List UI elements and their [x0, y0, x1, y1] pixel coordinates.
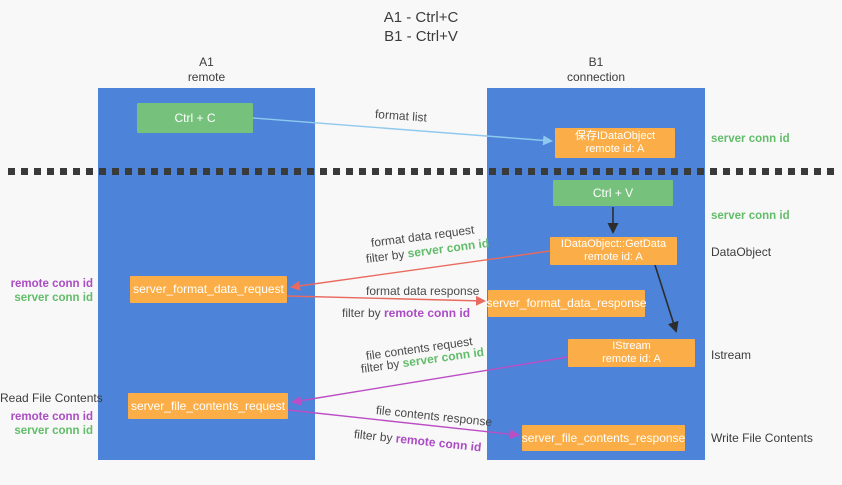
title-line-ctrl-c: A1 - Ctrl+C: [383, 9, 459, 26]
server-format-data-request-label: server_format_data_request: [133, 282, 284, 296]
remote-conn-id-text: remote conn id: [384, 306, 471, 320]
title-line-ctrl-v: B1 - Ctrl+V: [384, 28, 458, 45]
istream-annotation: Istream: [711, 348, 752, 362]
lane-b1-name: B1: [588, 55, 604, 69]
ctrl-c-label: Ctrl + C: [174, 110, 216, 125]
format-list-arrow: [252, 117, 553, 146]
server-file-contents-response-node: server_file_contents_response: [522, 425, 685, 451]
getdata-remote-id: remote id: A: [584, 251, 643, 263]
session-divider-dotted-line: [8, 168, 834, 175]
read-file-contents-annotation: Read File Contents: [0, 391, 103, 405]
save-dataobject-label: 保存IDataObject: [574, 130, 656, 142]
save-dataobject-remote-id: remote id: A: [585, 143, 645, 155]
istream-label: IStream: [612, 340, 651, 352]
remote-conn-id-annotation-file: remote conn id: [10, 411, 93, 423]
server-conn-id-annotation-format: server conn id: [14, 292, 93, 304]
save-dataobject-node: 保存IDataObject remote id: A: [555, 128, 675, 158]
server-format-data-request-node: server_format_data_request: [130, 276, 287, 303]
server-format-data-response-node: server_format_data_response: [486, 290, 647, 317]
getdata-label: IDataObject::GetData: [560, 238, 667, 250]
server-conn-id-annotation-file: server conn id: [14, 425, 93, 437]
format-data-response-label: format data response: [366, 284, 480, 298]
idataobject-getdata-node: IDataObject::GetData remote id: A: [550, 237, 677, 265]
lane-a1-name: A1: [199, 55, 214, 69]
server-conn-id-annotation-ctrlv: server conn id: [711, 210, 790, 222]
remote-conn-id-annotation-format: remote conn id: [10, 278, 93, 290]
server-file-contents-request-node: server_file_contents_request: [128, 393, 288, 419]
dataobject-annotation: DataObject: [711, 245, 772, 259]
server-conn-id-annotation-top: server conn id: [711, 133, 790, 145]
lane-b1-subtitle: connection: [566, 70, 626, 84]
ctrl-v-node: Ctrl + V: [553, 180, 673, 206]
getdata-to-istream-arrow: [654, 264, 679, 333]
file-contents-response-arrow: [287, 409, 520, 440]
server-file-contents-request-label: server_file_contents_request: [130, 398, 286, 413]
server-file-contents-response-label: server_file_contents_response: [521, 430, 686, 445]
server-format-data-response-label: server_format_data_response: [486, 296, 647, 310]
filter-by-text: filter by: [342, 306, 385, 320]
istream-remote-id: remote id: A: [602, 353, 661, 365]
ctrl-c-node: Ctrl + C: [137, 103, 253, 133]
format-data-response-arrow: [286, 295, 486, 306]
file-contents-request-arrow: [291, 356, 569, 406]
write-file-contents-annotation: Write File Contents: [711, 431, 813, 445]
lane-a1-subtitle: remote: [187, 70, 226, 84]
lane-header-a1: A1 remote: [98, 55, 315, 85]
format-data-response-filter-label: filter by remote conn id: [342, 306, 470, 320]
ctrl-v-label: Ctrl + V: [592, 185, 634, 200]
lane-header-b1: B1 connection: [487, 55, 705, 85]
istream-node: IStream remote id: A: [568, 339, 695, 367]
format-data-request-arrow: [290, 250, 551, 291]
diagram-title: A1 - Ctrl+C B1 - Ctrl+V: [0, 8, 842, 46]
